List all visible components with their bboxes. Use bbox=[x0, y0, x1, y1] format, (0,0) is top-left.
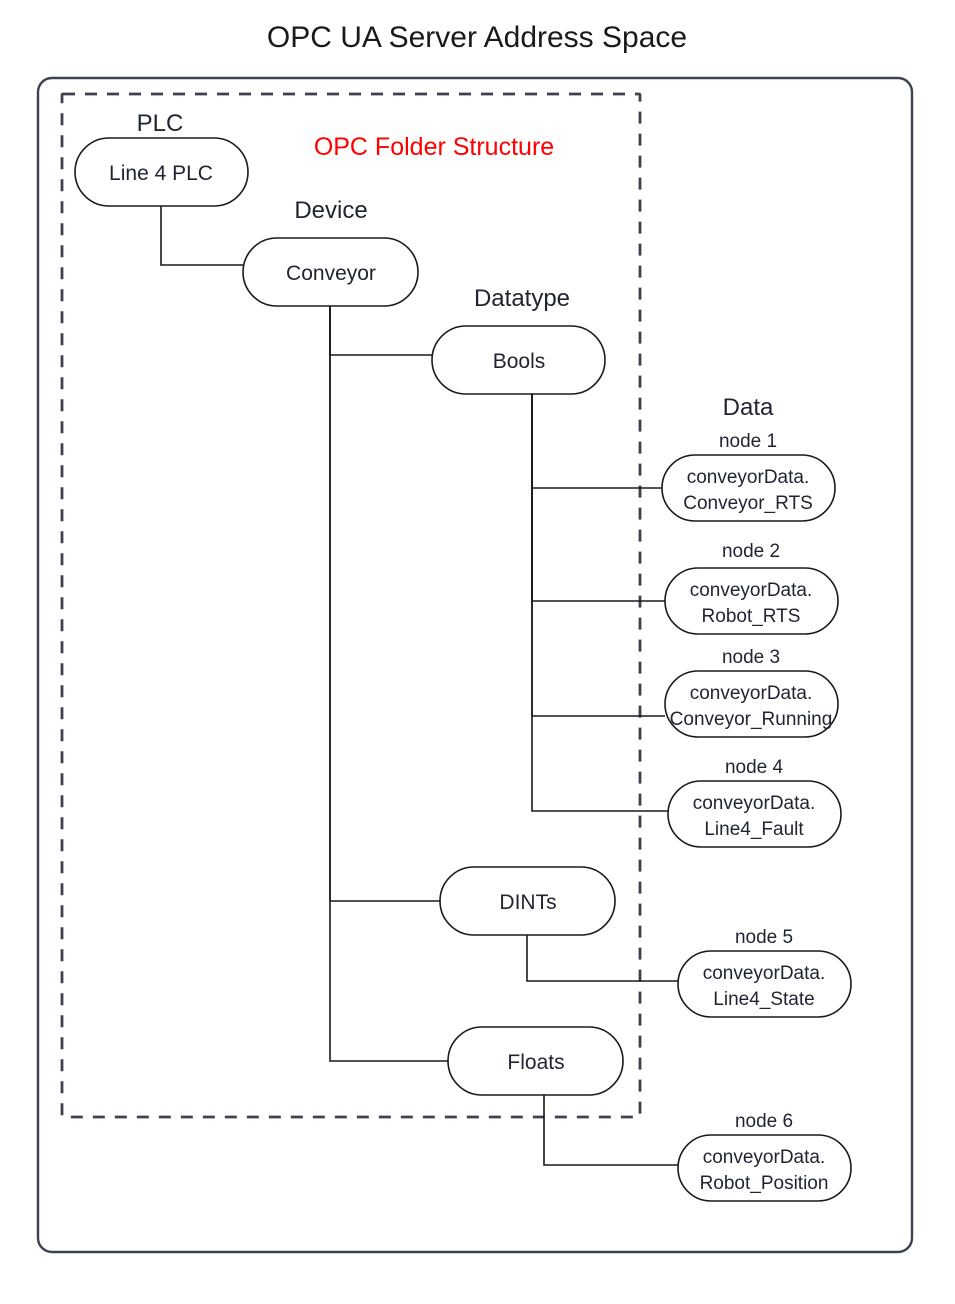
connector-floats-to-node-6 bbox=[543, 1095, 678, 1166]
connector-device-to-floats bbox=[329, 305, 448, 1062]
opc-folder-structure-frame bbox=[60, 92, 642, 1119]
node-dints[interactable]: DINTs bbox=[439, 866, 616, 936]
data-node-1-line2: Conveyor_RTS bbox=[683, 493, 813, 514]
node-floats-label: Floats bbox=[507, 1051, 564, 1074]
data-node-3-caption: node 3 bbox=[722, 647, 780, 668]
node-bools-label: Bools bbox=[493, 350, 546, 373]
data-node-3-line2: Conveyor_Running bbox=[670, 709, 833, 730]
connector-bools-to-node-1 bbox=[531, 394, 662, 489]
group-label-plc: PLC bbox=[137, 110, 184, 137]
data-node-2[interactable]: node 2 conveyorData. Robot_RTS bbox=[664, 541, 839, 635]
data-node-1-line1: conveyorData. bbox=[687, 467, 810, 488]
data-node-6-shape bbox=[677, 1134, 852, 1202]
node-conveyor-label: Conveyor bbox=[286, 262, 376, 285]
data-node-5-line1: conveyorData. bbox=[703, 963, 826, 984]
data-node-1-shape bbox=[661, 454, 836, 522]
group-label-device: Device bbox=[294, 197, 367, 224]
data-node-1[interactable]: node 1 conveyorData. Conveyor_RTS bbox=[661, 431, 836, 522]
data-node-4-shape bbox=[667, 780, 842, 848]
data-node-2-shape bbox=[664, 567, 839, 635]
data-node-5-shape bbox=[677, 950, 852, 1018]
group-label-datatype: Datatype bbox=[474, 285, 570, 312]
node-bools-shape bbox=[431, 325, 606, 395]
connector-bools-to-node-2 bbox=[531, 394, 665, 602]
data-node-2-line2: Robot_RTS bbox=[702, 606, 801, 627]
connector-bools-to-node-3 bbox=[531, 394, 665, 717]
data-node-5[interactable]: node 5 conveyorData. Line4_State bbox=[677, 927, 852, 1018]
connector-dints-to-node-5 bbox=[526, 935, 678, 982]
address-space-frame bbox=[36, 76, 914, 1254]
section-title: OPC Folder Structure bbox=[314, 133, 554, 161]
data-node-4-line1: conveyorData. bbox=[693, 793, 816, 814]
connector-bools-to-node-4 bbox=[531, 394, 668, 812]
data-node-6[interactable]: node 6 conveyorData. Robot_Position bbox=[677, 1111, 852, 1202]
data-node-5-caption: node 5 bbox=[735, 927, 793, 948]
node-conveyor[interactable]: Conveyor bbox=[242, 237, 419, 307]
node-floats-shape bbox=[447, 1026, 624, 1096]
data-node-6-line2: Robot_Position bbox=[700, 1173, 829, 1194]
connector-plc-to-device bbox=[160, 205, 243, 266]
data-node-4[interactable]: node 4 conveyorData. Line4_Fault bbox=[667, 757, 842, 848]
node-bools[interactable]: Bools bbox=[431, 325, 606, 395]
data-node-4-line2: Line4_Fault bbox=[704, 819, 804, 840]
node-floats[interactable]: Floats bbox=[447, 1026, 624, 1096]
connector-device-to-dints bbox=[329, 305, 440, 902]
page-title: OPC UA Server Address Space bbox=[267, 21, 687, 54]
connector-device-to-bools bbox=[329, 305, 432, 356]
group-label-data: Data bbox=[723, 394, 774, 421]
node-line4-plc[interactable]: Line 4 PLC bbox=[74, 137, 249, 207]
data-node-4-caption: node 4 bbox=[725, 757, 784, 778]
node-dints-shape bbox=[439, 866, 616, 936]
data-node-6-line1: conveyorData. bbox=[703, 1147, 826, 1168]
data-node-3[interactable]: node 3 conveyorData. Conveyor_Running bbox=[664, 647, 839, 738]
node-conveyor-shape bbox=[242, 237, 419, 307]
node-line4-plc-shape bbox=[74, 137, 249, 207]
data-node-2-caption: node 2 bbox=[722, 541, 780, 562]
node-line4-plc-label: Line 4 PLC bbox=[109, 162, 213, 185]
data-node-3-shape bbox=[664, 670, 839, 738]
data-node-3-line1: conveyorData. bbox=[690, 683, 813, 704]
data-node-6-caption: node 6 bbox=[735, 1111, 793, 1132]
node-dints-label: DINTs bbox=[499, 891, 556, 914]
data-node-5-line2: Line4_State bbox=[713, 989, 814, 1010]
data-node-1-caption: node 1 bbox=[719, 431, 777, 452]
data-node-2-line1: conveyorData. bbox=[690, 580, 813, 601]
